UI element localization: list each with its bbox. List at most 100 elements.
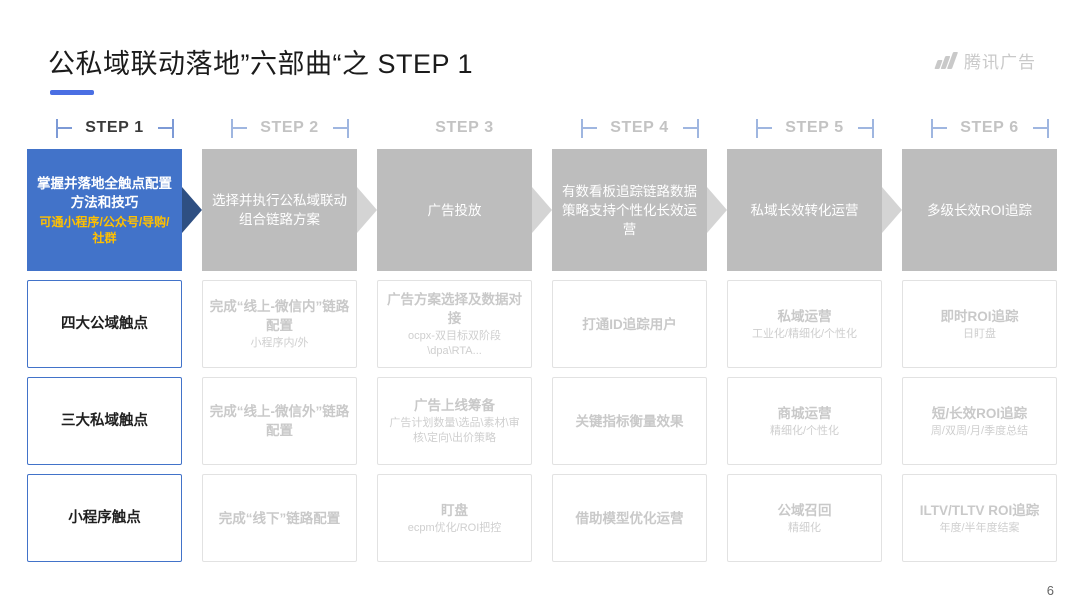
banner-cell-3: 广告投放 — [377, 149, 552, 271]
card-subtitle: 精细化/个性化 — [769, 424, 840, 437]
card-title: 广告方案选择及数据对接 — [387, 291, 522, 326]
card-cell: 私域运营 工业化/精细化/个性化 — [727, 280, 902, 368]
card-cell: 完成“线下”链路配置 — [202, 474, 377, 562]
card-cell: 三大私域触点 — [27, 377, 202, 465]
detail-card-r3c4[interactable]: 借助模型优化运营 — [552, 474, 707, 562]
step-header-4[interactable]: STEP 4 — [552, 112, 727, 144]
detail-card-r1c3[interactable]: 广告方案选择及数据对接 ocpx-双目标双阶段\dpa\RTA... — [377, 280, 532, 368]
card-subtitle: 日盯盘 — [963, 327, 996, 340]
process-banner-step-4[interactable]: 有数看板追踪链路数据策略支持个性化长效运营 — [552, 149, 707, 271]
card-subtitle: ecpm优化/ROI把控 — [407, 521, 502, 534]
process-banner-step-5[interactable]: 私域长效转化运营 — [727, 149, 882, 271]
title-underline-accent — [50, 90, 94, 95]
step-header-6[interactable]: STEP 6 — [902, 112, 1077, 144]
banner-title: 广告投放 — [427, 202, 482, 218]
card-cell: 即时ROI追踪 日盯盘 — [902, 280, 1077, 368]
card-cell: 广告上线筹备 广告计划数量\选品\素材\审核\定向\出价策略 — [377, 377, 552, 465]
page-title: 公私域联动落地”六部曲“之 STEP 1 — [48, 49, 474, 79]
detail-card-r2c2[interactable]: 完成“线上-微信外”链路配置 — [202, 377, 357, 465]
banner-cell-4: 有数看板追踪链路数据策略支持个性化长效运营 — [552, 149, 727, 271]
card-cell: ILTV/TLTV ROI追踪 年度/半年度结案 — [902, 474, 1077, 562]
page-number: 6 — [1046, 583, 1054, 598]
card-title: 关键指标衡量效果 — [575, 413, 684, 429]
card-title: 盯盘 — [441, 502, 468, 518]
card-title: 四大公域触点 — [61, 315, 148, 332]
banner-cell-1: 掌握并落地全触点配置方法和技巧 可通小程序/公众号/导购/社群 — [27, 149, 202, 271]
detail-card-r1c5[interactable]: 私域运营 工业化/精细化/个性化 — [727, 280, 882, 368]
detail-card-r3c1[interactable]: 小程序触点 — [27, 474, 182, 562]
detail-card-r2c4[interactable]: 关键指标衡量效果 — [552, 377, 707, 465]
detail-row-3: 小程序触点 完成“线下”链路配置 盯盘 ecpm优化/ROI把控 借助模型优化运… — [27, 474, 1080, 562]
card-subtitle: 广告计划数量\选品\素材\审核\定向\出价策略 — [389, 417, 520, 444]
card-title: 广告上线筹备 — [414, 398, 495, 413]
card-title: 打通ID追踪用户 — [582, 316, 677, 332]
card-title: 完成“线下”链路配置 — [218, 510, 341, 526]
detail-card-r2c5[interactable]: 商城运营 精细化/个性化 — [727, 377, 882, 465]
bracket-right-icon — [1032, 118, 1049, 138]
detail-card-r3c2[interactable]: 完成“线下”链路配置 — [202, 474, 357, 562]
step-header-1[interactable]: STEP 1 — [27, 112, 202, 144]
bracket-right-icon — [857, 118, 874, 138]
process-banner-row: 掌握并落地全触点配置方法和技巧 可通小程序/公众号/导购/社群 选择并执行公私域… — [27, 149, 1080, 271]
step-label: STEP 6 — [960, 119, 1019, 136]
arrow-right-icon-2 — [357, 149, 377, 271]
card-subtitle: ocpx-双目标双阶段\dpa\RTA... — [408, 329, 501, 357]
card-subtitle: 精细化 — [788, 521, 821, 534]
detail-card-r3c6[interactable]: ILTV/TLTV ROI追踪 年度/半年度结案 — [902, 474, 1057, 562]
arrow-right-icon-3 — [532, 149, 552, 271]
card-title: 私域运营 — [777, 308, 832, 324]
step-header-2[interactable]: STEP 2 — [202, 112, 377, 144]
detail-card-r2c1[interactable]: 三大私域触点 — [27, 377, 182, 465]
card-title: 短/长效ROI追踪 — [931, 405, 1028, 421]
process-banner-step-2[interactable]: 选择并执行公私域联动组合链路方案 — [202, 149, 357, 271]
banner-subtitle: 可通小程序/公众号/导购/社群 — [39, 215, 170, 245]
card-title: 三大私域触点 — [61, 412, 148, 429]
detail-row-2: 三大私域触点 完成“线上-微信外”链路配置 广告上线筹备 广告计划数量\选品\素… — [27, 377, 1080, 465]
slashes-logo-icon — [934, 52, 959, 69]
card-title: 完成“线上-微信外”链路配置 — [209, 404, 350, 438]
step-header-3[interactable]: STEP 3 — [377, 112, 552, 144]
step-header-5[interactable]: STEP 5 — [727, 112, 902, 144]
bracket-right-icon — [682, 118, 699, 138]
step-label: STEP 1 — [85, 119, 144, 136]
card-cell: 小程序触点 — [27, 474, 202, 562]
card-subtitle: 周/双周/月/季度总结 — [930, 424, 1029, 437]
process-banner-step-3[interactable]: 广告投放 — [377, 149, 532, 271]
detail-card-r2c6[interactable]: 短/长效ROI追踪 周/双周/月/季度总结 — [902, 377, 1057, 465]
banner-title: 私域长效转化运营 — [750, 202, 859, 218]
banner-title: 有数看板追踪链路数据策略支持个性化长效运营 — [562, 183, 697, 237]
detail-card-r1c6[interactable]: 即时ROI追踪 日盯盘 — [902, 280, 1057, 368]
detail-card-r2c3[interactable]: 广告上线筹备 广告计划数量\选品\素材\审核\定向\出价策略 — [377, 377, 532, 465]
bracket-left-icon — [55, 118, 72, 138]
banner-cell-2: 选择并执行公私域联动组合链路方案 — [202, 149, 377, 271]
card-subtitle: 年度/半年度结案 — [939, 521, 1020, 534]
step-label: STEP 5 — [785, 119, 844, 136]
step-label: STEP 2 — [260, 119, 319, 136]
brand-logo: 腾讯广告 — [934, 48, 1036, 73]
process-banner-step-6[interactable]: 多级长效ROI追踪 — [902, 149, 1057, 271]
card-title: 公域召回 — [777, 502, 832, 518]
bracket-left-icon — [755, 118, 772, 138]
detail-card-r3c3[interactable]: 盯盘 ecpm优化/ROI把控 — [377, 474, 532, 562]
card-subtitle: 工业化/精细化/个性化 — [751, 327, 858, 340]
arrow-right-icon-4 — [707, 149, 727, 271]
card-cell: 盯盘 ecpm优化/ROI把控 — [377, 474, 552, 562]
detail-card-r1c4[interactable]: 打通ID追踪用户 — [552, 280, 707, 368]
banner-title: 选择并执行公私域联动组合链路方案 — [212, 193, 347, 227]
bracket-right-icon — [157, 118, 174, 138]
card-subtitle: 小程序内/外 — [250, 337, 309, 349]
detail-row-1: 四大公域触点 完成“线上-微信内”链路配置 小程序内/外 广告方案选择及数据对接… — [27, 280, 1080, 368]
arrow-right-icon-5 — [882, 149, 902, 271]
card-title: 小程序触点 — [68, 509, 141, 526]
bracket-right-icon — [332, 118, 349, 138]
card-title: 即时ROI追踪 — [940, 308, 1019, 324]
card-cell: 关键指标衡量效果 — [552, 377, 727, 465]
detail-card-r1c1[interactable]: 四大公域触点 — [27, 280, 182, 368]
banner-title: 多级长效ROI追踪 — [926, 202, 1032, 218]
process-banner-step-1[interactable]: 掌握并落地全触点配置方法和技巧 可通小程序/公众号/导购/社群 — [27, 149, 182, 271]
card-cell: 四大公域触点 — [27, 280, 202, 368]
step-label: STEP 3 — [435, 119, 494, 136]
detail-card-r3c5[interactable]: 公域召回 精细化 — [727, 474, 882, 562]
detail-card-r1c2[interactable]: 完成“线上-微信内”链路配置 小程序内/外 — [202, 280, 357, 368]
card-title: 商城运营 — [777, 405, 832, 421]
